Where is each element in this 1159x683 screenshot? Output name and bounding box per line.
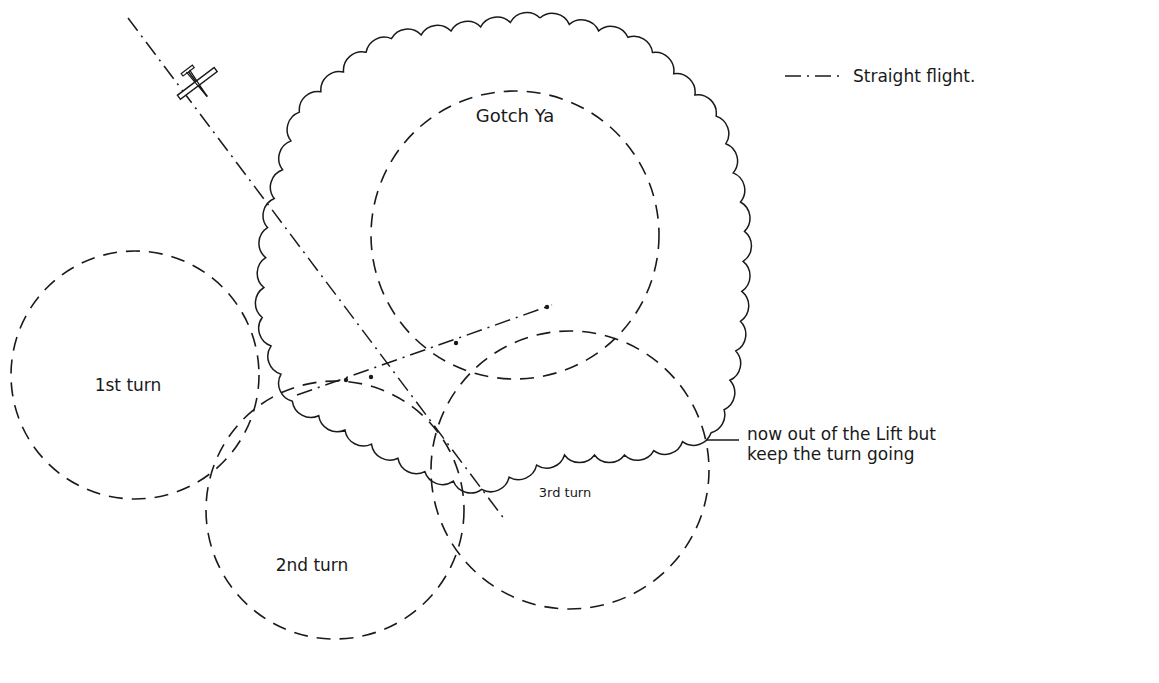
path-dot — [344, 378, 348, 382]
glider-icon — [168, 56, 225, 111]
turn-label: 2nd turn — [274, 555, 351, 575]
legend-sample — [783, 68, 845, 84]
turn-circle: 2nd turn — [205, 380, 465, 640]
text-holder: 2nd turn — [274, 555, 351, 575]
turn-circle: 3rd turn — [430, 330, 710, 610]
callout-note: now out of the Lift but keep the turn go… — [745, 424, 955, 465]
circle-outline — [205, 380, 465, 640]
text-holder: 1st turn — [93, 375, 164, 395]
legend-entry: Straight flight. — [783, 66, 977, 86]
dashed-turn-circle — [431, 331, 709, 609]
dashed-turn-circle — [11, 251, 259, 499]
turn-circle: 1st turn — [10, 250, 260, 500]
text-holder: 3rd turn — [537, 485, 593, 501]
turn-circle: Gotch Ya — [370, 90, 660, 380]
turn-label: Gotch Ya — [474, 105, 557, 127]
leader-line — [706, 439, 739, 440]
legend-text: Straight flight. — [851, 66, 977, 86]
thermal-cloud — [255, 12, 751, 492]
straight-flight-path — [128, 18, 505, 520]
path-dot — [545, 305, 549, 309]
circle-outline — [370, 90, 660, 380]
dashed-turn-circle — [206, 381, 464, 639]
turn-label: 1st turn — [93, 375, 164, 395]
callout-holder: now out of the Lift but keep the turn go… — [745, 424, 955, 465]
circle-outline — [430, 330, 710, 610]
turn-label: 3rd turn — [537, 485, 593, 501]
path-dot — [369, 375, 373, 379]
text-holder: Gotch Ya — [474, 105, 557, 127]
dashed-turn-circle — [371, 91, 659, 379]
path-dot — [454, 341, 458, 345]
